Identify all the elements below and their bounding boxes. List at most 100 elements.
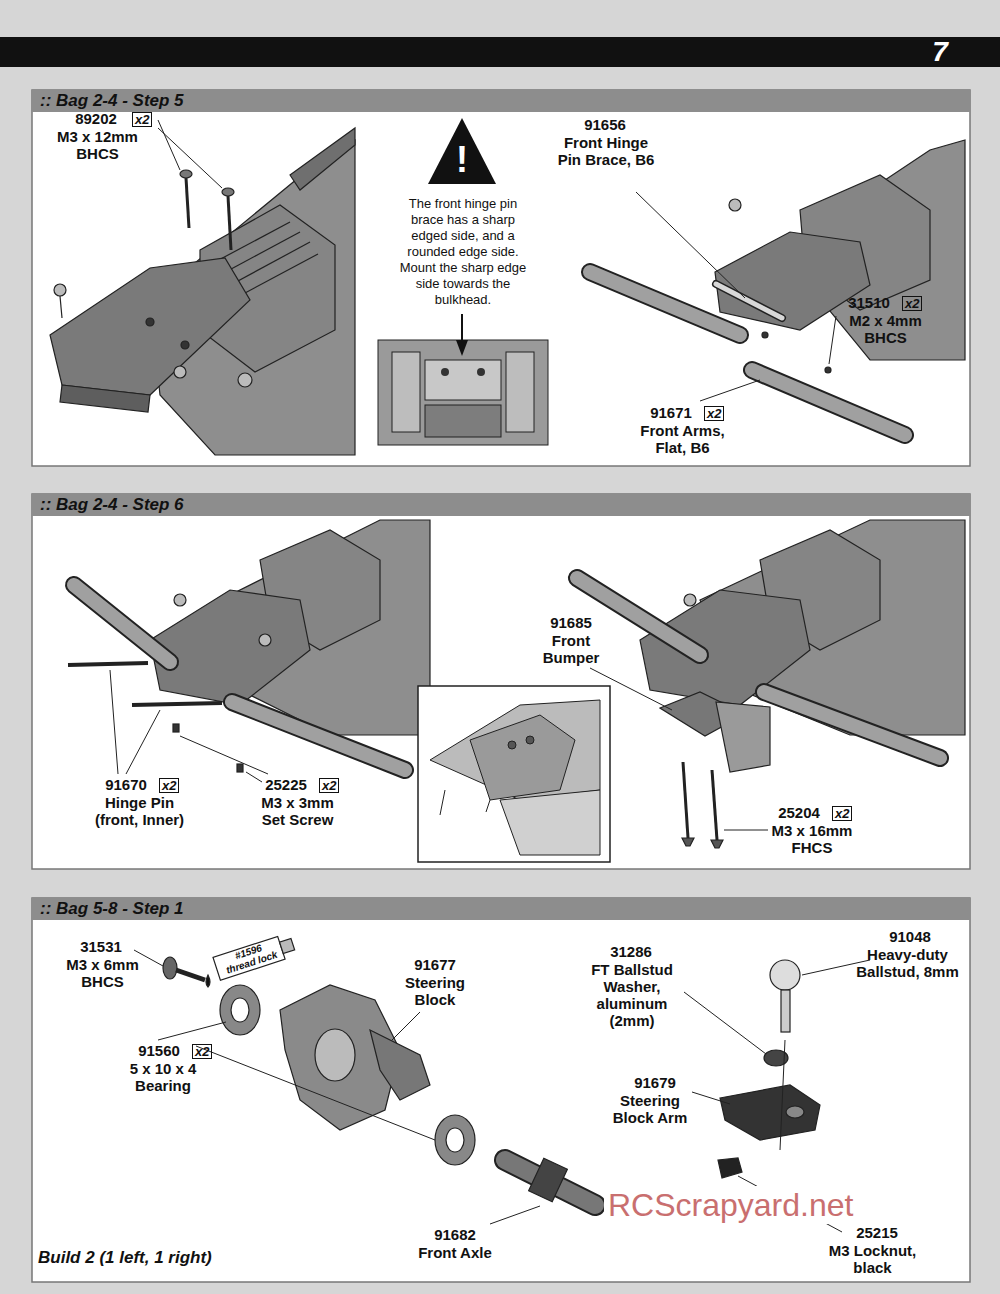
quantity-badge: x2 [132,112,152,127]
steering-drawing-part [196,1046,435,1140]
quantity-badge: x2 [159,778,179,793]
part-number: 91670 [95,776,157,794]
steering-drawing-part [163,957,177,979]
part-number: 91677 [400,956,470,974]
chassis-drawing-part [146,318,154,326]
chassis-drawing-part [238,373,252,387]
front-arms-drawing-part [590,272,740,335]
warning-graphic-part [477,368,485,376]
quantity-badge: x2 [832,806,852,821]
bumper-drawing-part [640,590,810,705]
part-number: 31510 [838,294,900,312]
step-heading: :: Bag 5-8 - Step 1 [40,898,962,920]
warning-graphic-part [392,352,420,432]
chassis-drawing-part [60,296,62,318]
hinge-pin-drawing-part [74,585,170,662]
bumper-drawing [577,520,965,848]
page-frame-part [32,494,970,869]
part-number: 91682 [420,1226,490,1244]
chassis-drawing-part [228,196,231,250]
part-number: 91048 [875,928,945,946]
part-name: 5 x 10 x 4 Bearing [108,1060,218,1094]
chassis-drawing-part [180,170,192,178]
front-arms-drawing [590,140,965,435]
hinge-pin-drawing-part [68,663,148,665]
steering-drawing-part [220,985,260,1035]
warning-graphic-part [428,118,496,184]
part-number: 25225 [255,776,317,794]
part-name: Steering Block [390,974,480,1008]
part-name: M3 x 12mm BHCS [45,128,150,162]
part-number: 91679 [620,1074,690,1092]
warning-graphic-part [441,368,449,376]
steering-drawing-part [446,1128,464,1152]
hinge-pin-drawing-part [110,670,118,774]
part-number: 89202 [62,110,130,128]
steering-drawing-part-part [213,936,285,980]
steering-drawing-part [392,1012,420,1040]
page-frame-part [0,37,1000,67]
steering-drawing-part [176,970,205,980]
steering-drawing-part [370,1030,430,1100]
bumper-drawing-part [712,770,717,840]
part-number: 25215 [842,1224,912,1242]
part-number: 91656 [570,116,640,134]
warning-symbol: ! [447,140,477,180]
part-name: M3 Locknut, black [815,1242,930,1276]
inset-view-part [470,715,575,800]
warning-graphic-part [425,360,501,400]
inset-view [418,686,610,862]
bumper-drawing-part [764,692,940,758]
hinge-pin-drawing-part [150,590,310,705]
part-name: FT Ballstud Washer, aluminum (2mm) [582,961,682,1029]
hinge-pin-drawing-part [232,702,405,770]
front-arms-drawing-part [636,192,745,298]
bumper-drawing-part [684,594,696,606]
bumper-drawing-part [764,692,940,758]
part-name: Hinge Pin (front, Inner) [82,794,197,828]
chassis-drawing [50,120,355,455]
front-arms-drawing-part [825,367,831,373]
hinge-pin-drawing-part [173,724,179,732]
warning-graphic [378,118,548,445]
quantity-badge: x2 [704,406,724,421]
inset-view-part [486,800,490,812]
warning-graphic-part [425,405,501,437]
chassis-drawing-part [158,128,222,188]
quantity-badge: x2 [192,1044,212,1059]
steering-drawing-part-part [280,938,295,953]
part-name: Front Hinge Pin Brace, B6 [556,134,656,168]
part-name: Front Arms, Flat, B6 [630,422,735,456]
front-arms-drawing-part [752,370,905,435]
bumper-drawing-part [683,762,688,838]
inset-view-part [508,741,516,749]
hinge-pin-drawing-part [126,710,160,774]
steering-drawing-part [435,1115,475,1165]
steering-drawing [134,933,870,1232]
hinge-pin-drawing-part [246,772,262,782]
step-header-band: :: Bag 2-4 - Step 5 [32,90,970,112]
part-number: 91685 [540,614,602,632]
step-heading: :: Bag 2-4 - Step 5 [40,90,962,112]
chassis-drawing-part [54,284,66,296]
steering-drawing-part [206,975,210,987]
part-name: Front Bumper [526,632,616,666]
watermark: RCScrapyard.net [604,1186,857,1224]
chassis-drawing-part [50,258,250,395]
hinge-pin-drawing-part [237,764,243,772]
chassis-drawing-part [60,385,150,412]
chassis-drawing-part [186,178,189,228]
front-arms-drawing-part [829,316,836,364]
chassis-drawing-part [222,188,234,196]
part-number: 31531 [70,938,132,956]
front-arms-drawing-part [752,370,905,435]
steering-drawing-part [529,1158,568,1202]
steering-drawing-part [720,1085,820,1140]
inset-view-part [418,686,610,862]
steering-drawing-part [315,1029,355,1081]
bumper-drawing-part [590,668,672,710]
part-name: M3 x 16mm FHCS [757,822,867,856]
